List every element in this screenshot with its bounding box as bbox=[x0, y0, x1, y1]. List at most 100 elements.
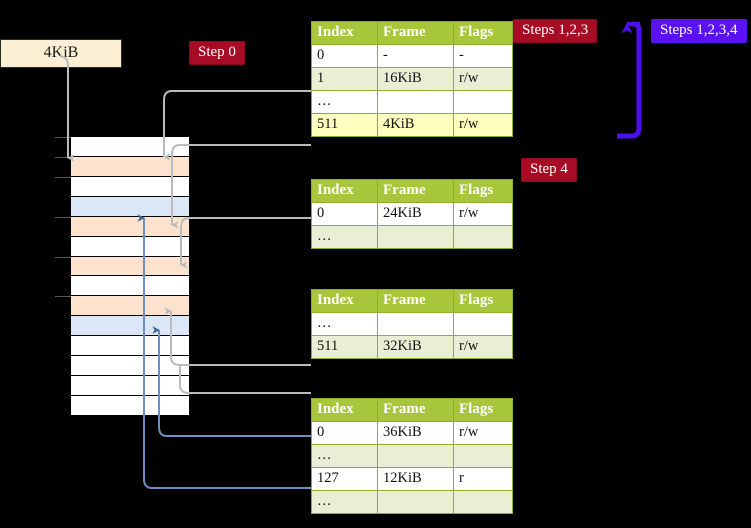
step-4-label: Step 4 bbox=[530, 161, 568, 177]
column-header-frame: Frame bbox=[377, 179, 454, 203]
table-cell bbox=[377, 225, 454, 249]
memory-frame-row bbox=[71, 156, 189, 177]
table-cell: … bbox=[311, 444, 378, 468]
steps-123-label: Steps 1,2,3 bbox=[522, 22, 589, 38]
table-cell bbox=[377, 312, 454, 336]
table-cell: … bbox=[311, 312, 378, 336]
memory-frame-row bbox=[71, 176, 189, 197]
memory-frame-row bbox=[71, 236, 189, 257]
table-cell: … bbox=[311, 490, 378, 514]
memory-frame-row bbox=[71, 336, 189, 357]
table-row: … bbox=[311, 90, 513, 114]
steps-1234-label: Steps 1,2,3,4 bbox=[660, 22, 738, 38]
table-cell: r bbox=[453, 467, 513, 491]
wire-t0r511-to-memory bbox=[171, 144, 311, 229]
table-cell: 511 bbox=[311, 335, 378, 359]
table-cell: r/w bbox=[453, 421, 513, 445]
column-header-frame: Frame bbox=[377, 21, 454, 45]
memory-frame-row bbox=[71, 216, 189, 237]
table-cell: … bbox=[311, 225, 378, 249]
column-header-index: Index bbox=[311, 179, 378, 203]
table-cell: - bbox=[453, 44, 513, 68]
table-cell: 0 bbox=[311, 202, 378, 226]
table-cell: 16KiB bbox=[377, 67, 454, 91]
table-cell: r/w bbox=[453, 335, 513, 359]
memory-frame-row bbox=[71, 137, 189, 157]
table-cell bbox=[377, 490, 454, 514]
table-cell: 36KiB bbox=[377, 421, 454, 445]
table-cell: 12KiB bbox=[377, 467, 454, 491]
wire-4kib-to-frame bbox=[59, 55, 75, 162]
memory-row-tick bbox=[55, 137, 71, 138]
memory-row-tick bbox=[55, 157, 71, 158]
physical-memory-column bbox=[55, 136, 190, 416]
table-cell: r/w bbox=[453, 113, 513, 137]
memory-frame-row bbox=[71, 376, 189, 396]
table-cell bbox=[453, 225, 513, 249]
table-cell: 1 bbox=[311, 67, 378, 91]
wire-steps-loop bbox=[617, 21, 642, 139]
table-row: … bbox=[311, 225, 513, 249]
column-header-flags: Flags bbox=[453, 289, 513, 313]
step-0-badge: Step 0 bbox=[189, 41, 245, 65]
table-cell: … bbox=[311, 90, 378, 114]
table-row: … bbox=[311, 312, 513, 336]
table-cell: 511 bbox=[311, 113, 378, 137]
wire-t2-hook bbox=[179, 366, 311, 394]
table-cell: r/w bbox=[453, 202, 513, 226]
table-cell bbox=[453, 90, 513, 114]
memory-row-tick bbox=[55, 296, 71, 297]
memory-frame-row bbox=[71, 356, 189, 377]
frame-size-box: 4KiB bbox=[0, 39, 122, 68]
table-cell bbox=[377, 90, 454, 114]
table-row: 0-- bbox=[311, 44, 513, 68]
memory-row-tick bbox=[55, 257, 71, 258]
memory-frame-row bbox=[71, 395, 189, 416]
table-cell: 127 bbox=[311, 467, 378, 491]
step-0-label: Step 0 bbox=[198, 44, 236, 60]
column-header-flags: Flags bbox=[453, 21, 513, 45]
table-cell bbox=[377, 444, 454, 468]
column-header-index: Index bbox=[311, 398, 378, 422]
column-header-frame: Frame bbox=[377, 398, 454, 422]
table-cell bbox=[453, 444, 513, 468]
step-4-badge: Step 4 bbox=[521, 158, 577, 182]
table-cell: 4KiB bbox=[377, 113, 454, 137]
memory-row-tick bbox=[55, 177, 71, 178]
memory-frame-row bbox=[71, 196, 189, 217]
column-header-flags: Flags bbox=[453, 179, 513, 203]
table-cell: r/w bbox=[453, 67, 513, 91]
memory-row-tick bbox=[55, 217, 71, 218]
table-cell: 0 bbox=[311, 421, 378, 445]
wire-t1r0-to-memory bbox=[180, 217, 311, 269]
table-cell: 24KiB bbox=[377, 202, 454, 226]
table-row: … bbox=[311, 444, 513, 468]
table-cell: - bbox=[377, 44, 454, 68]
steps-123-badge: Steps 1,2,3 bbox=[513, 19, 598, 43]
column-header-frame: Frame bbox=[377, 289, 454, 313]
wire-memory-to-t2r511 bbox=[170, 317, 311, 366]
column-header-index: Index bbox=[311, 289, 378, 313]
memory-frame-row bbox=[71, 316, 189, 337]
frame-size-label: 4KiB bbox=[43, 44, 79, 61]
memory-frame-row bbox=[71, 296, 189, 317]
table-cell bbox=[453, 312, 513, 336]
table-cell: 32KiB bbox=[377, 335, 454, 359]
memory-frame-row bbox=[71, 276, 189, 297]
memory-frame-row bbox=[71, 256, 189, 277]
column-header-flags: Flags bbox=[453, 398, 513, 422]
table-cell: 0 bbox=[311, 44, 378, 68]
table-row: … bbox=[311, 490, 513, 514]
table-cell bbox=[453, 490, 513, 514]
